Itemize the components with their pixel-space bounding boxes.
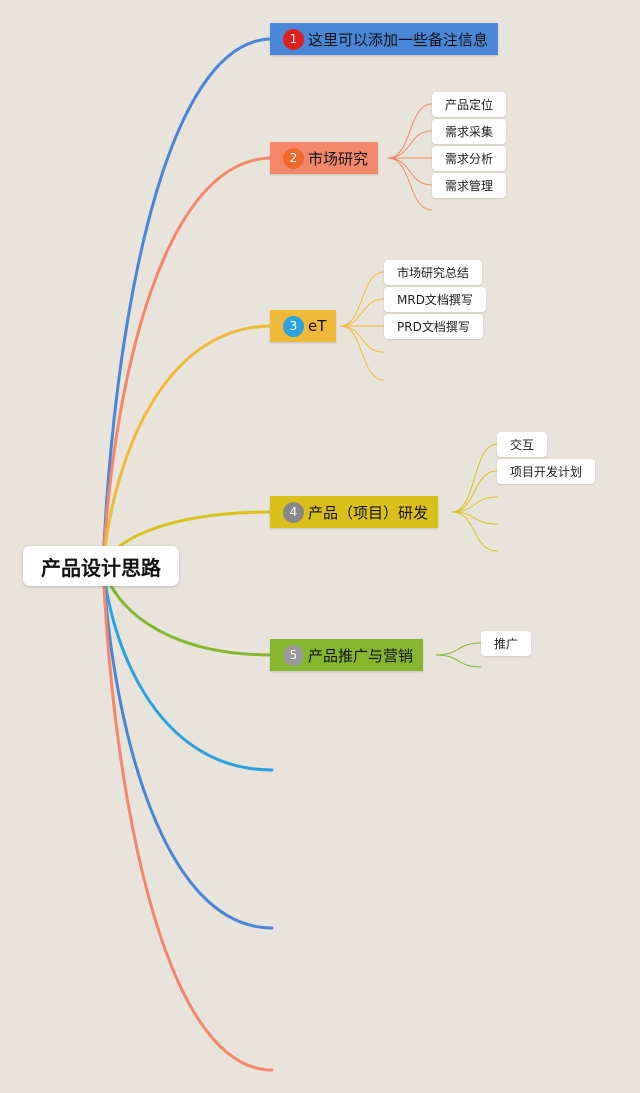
leaf-et-3[interactable]: PRD文档撰写 — [384, 314, 483, 339]
connector-branch-1 — [101, 37, 274, 568]
badge-3: 3 — [283, 315, 304, 337]
branch-node-5[interactable]: 5 产品推广与营销 — [270, 639, 424, 671]
branch-node-3[interactable]: 3 eT — [270, 310, 337, 342]
branch-label-2: 市场研究 — [308, 149, 369, 168]
connector-branch-2 — [101, 156, 274, 568]
fan-promo-2 — [435, 654, 482, 668]
fan-et-4 — [339, 325, 385, 353]
leaf-promo-1[interactable]: 推广 — [481, 631, 532, 656]
fan-promo-1 — [435, 642, 482, 656]
connector-branch-3 — [101, 324, 274, 568]
branch-label-1: 这里可以添加一些备注信息 — [308, 30, 489, 49]
leaf-market-3[interactable]: 需求分析 — [432, 146, 507, 171]
branch-label-4: 产品（项目）研发 — [308, 503, 429, 522]
leaf-market-4[interactable]: 需求管理 — [432, 173, 507, 198]
leaf-dev-2[interactable]: 项目开发计划 — [497, 459, 596, 484]
fan-dev-1 — [451, 443, 498, 513]
leaf-et-2[interactable]: MRD文档撰写 — [384, 287, 486, 312]
connector-blank-1 — [101, 564, 274, 772]
fan-market-1 — [387, 103, 433, 159]
root-node[interactable]: 产品设计思路 — [23, 546, 179, 586]
leaf-market-1[interactable]: 产品定位 — [432, 92, 507, 117]
fan-dev-2 — [451, 470, 498, 513]
branch-node-1[interactable]: 1 这里可以添加一些备注信息 — [270, 23, 499, 55]
connector-blank-3 — [101, 564, 274, 1072]
fan-market-5 — [387, 157, 433, 211]
fan-market-4 — [387, 157, 433, 186]
leaf-et-1[interactable]: 市场研究总结 — [384, 260, 483, 285]
badge-2: 2 — [283, 147, 304, 169]
branch-label-3: eT — [308, 317, 327, 335]
branch-label-5: 产品推广与营销 — [308, 646, 414, 665]
fan-et-1 — [339, 271, 385, 327]
badge-4: 4 — [283, 501, 304, 523]
branch-node-2[interactable]: 2 市场研究 — [270, 142, 379, 174]
fan-et-2 — [339, 298, 385, 327]
connector-blank-2 — [101, 564, 274, 930]
badge-5: 5 — [283, 644, 304, 666]
fan-market-2 — [387, 130, 433, 159]
fan-dev-4 — [451, 511, 498, 525]
badge-1: 1 — [283, 28, 304, 50]
leaf-market-2[interactable]: 需求采集 — [432, 119, 507, 144]
fan-et-5 — [339, 325, 385, 381]
leaf-dev-1[interactable]: 交互 — [497, 432, 548, 457]
fan-dev-3 — [451, 496, 498, 513]
branch-node-4[interactable]: 4 产品（项目）研发 — [270, 496, 439, 528]
fan-dev-5 — [451, 511, 498, 552]
